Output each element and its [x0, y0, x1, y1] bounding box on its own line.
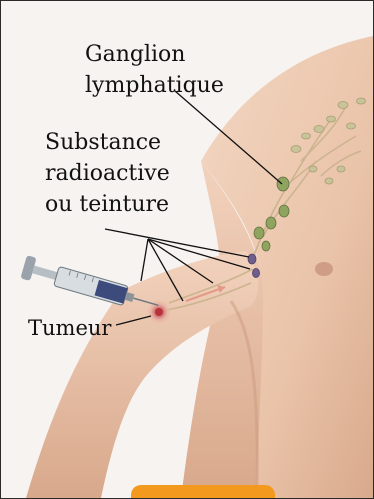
label-substance-radioactive: Substance radioactive ou teinture	[45, 127, 170, 220]
label-ganglion-line1: Ganglion	[85, 39, 224, 70]
label-ganglion-line2: lymphatique	[85, 70, 224, 101]
label-substance-line3: ou teinture	[45, 189, 170, 220]
nipple	[315, 262, 333, 276]
label-substance-line2: radioactive	[45, 158, 170, 189]
label-tumeur: Tumeur	[28, 313, 111, 344]
label-ganglion-lymphatique: Ganglion lymphatique	[85, 39, 224, 101]
label-substance-line1: Substance	[45, 127, 170, 158]
tumor-core	[155, 308, 163, 316]
orange-tab	[131, 485, 275, 499]
